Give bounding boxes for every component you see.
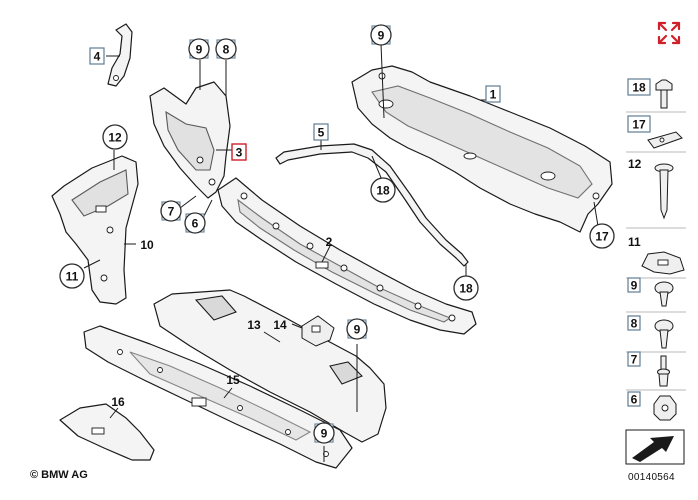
svg-text:10: 10	[140, 238, 154, 252]
clip-plate-icon	[647, 131, 683, 149]
svg-text:9: 9	[196, 43, 203, 57]
svg-text:13: 13	[247, 318, 261, 332]
callout-1[interactable]: 1	[485, 85, 501, 103]
copyright-text: © BMW AG	[30, 469, 88, 481]
part-14-clip[interactable]	[291, 315, 335, 347]
leader-6	[203, 199, 213, 217]
svg-text:9: 9	[354, 323, 361, 337]
callout-3[interactable]: 3	[231, 143, 247, 161]
part-4-bracket[interactable]	[106, 23, 133, 87]
callout-2[interactable]: 2	[326, 235, 333, 249]
leader-9a	[380, 43, 385, 119]
svg-text:6: 6	[631, 393, 638, 407]
rivet-icon	[660, 355, 667, 371]
part-15-underbody-panel[interactable]	[83, 325, 353, 469]
leader-7	[179, 195, 197, 209]
svg-text:7: 7	[631, 353, 638, 367]
svg-text:9: 9	[631, 279, 638, 293]
svg-text:16: 16	[111, 395, 125, 409]
callout-11[interactable]: 11	[59, 263, 85, 289]
callout-15[interactable]: 15	[226, 373, 240, 387]
svg-text:9: 9	[378, 29, 385, 43]
svg-text:17: 17	[595, 230, 609, 244]
svg-text:5: 5	[318, 126, 325, 140]
part-13-bumper-beam[interactable]	[153, 289, 387, 443]
part-2-carrier[interactable]	[217, 177, 477, 335]
legend-row-7[interactable]: 7	[626, 351, 686, 391]
leader-17	[593, 201, 599, 227]
svg-text:9: 9	[321, 427, 328, 441]
callout-17[interactable]: 17	[589, 223, 615, 249]
callout-13[interactable]: 13	[247, 318, 261, 332]
svg-text:15: 15	[226, 373, 240, 387]
part-1-cover[interactable]	[351, 65, 613, 233]
callout-12[interactable]: 12	[102, 124, 128, 150]
callout-4[interactable]: 4	[89, 47, 105, 65]
callout-9-a[interactable]: 9	[370, 24, 392, 46]
part-5-brace[interactable]	[275, 140, 469, 267]
callout-7[interactable]: 7	[160, 200, 182, 222]
callout-9-d[interactable]: 9	[313, 422, 335, 444]
callout-9-c[interactable]: 9	[346, 318, 368, 340]
legend-row-9[interactable]: 9	[626, 277, 686, 313]
leader-18a	[371, 155, 383, 181]
callout-10[interactable]: 10	[140, 238, 154, 252]
legend-row-12[interactable]: 12	[626, 157, 686, 229]
part-3-bracket[interactable]	[149, 81, 232, 199]
expand-arrows-icon[interactable]	[656, 20, 682, 46]
svg-text:1: 1	[490, 88, 497, 102]
callout-18-a[interactable]: 18	[370, 177, 396, 203]
svg-text:12: 12	[628, 157, 642, 171]
document-number: 00140564	[628, 472, 675, 483]
svg-text:8: 8	[631, 317, 638, 331]
part-10-bracket[interactable]	[51, 150, 139, 305]
legend-row-6[interactable]: 6	[627, 391, 677, 421]
svg-text:7: 7	[168, 205, 175, 219]
svg-text:12: 12	[108, 131, 122, 145]
legend-row-11[interactable]: 11	[626, 235, 686, 279]
svg-text:11: 11	[66, 270, 79, 284]
callout-6[interactable]: 6	[184, 212, 206, 234]
callout-9-b[interactable]: 9	[188, 38, 210, 60]
legend-row-18[interactable]: 18	[626, 78, 686, 113]
svg-text:17: 17	[632, 118, 646, 132]
hardware-legend: 18 17 12 11 9	[625, 78, 686, 465]
part-16-panel[interactable]	[59, 403, 155, 461]
callout-18-b[interactable]: 18	[453, 275, 479, 301]
svg-text:11: 11	[628, 235, 641, 249]
direction-arrow-icon	[625, 429, 685, 465]
bolt-washer-icon	[655, 79, 673, 91]
svg-text:4: 4	[94, 50, 101, 64]
svg-text:14: 14	[273, 318, 287, 332]
legend-row-8[interactable]: 8	[626, 315, 686, 353]
svg-text:18: 18	[459, 282, 473, 296]
svg-text:18: 18	[632, 81, 646, 95]
svg-text:6: 6	[192, 217, 199, 231]
svg-text:3: 3	[236, 146, 243, 160]
svg-text:18: 18	[376, 184, 390, 198]
legend-row-17[interactable]: 17	[626, 115, 686, 153]
callout-8[interactable]: 8	[215, 38, 237, 60]
callout-5[interactable]: 5	[313, 123, 329, 141]
svg-text:8: 8	[223, 43, 230, 57]
callout-14[interactable]: 14	[273, 318, 287, 332]
svg-text:2: 2	[326, 235, 333, 249]
callout-16[interactable]: 16	[111, 395, 125, 409]
